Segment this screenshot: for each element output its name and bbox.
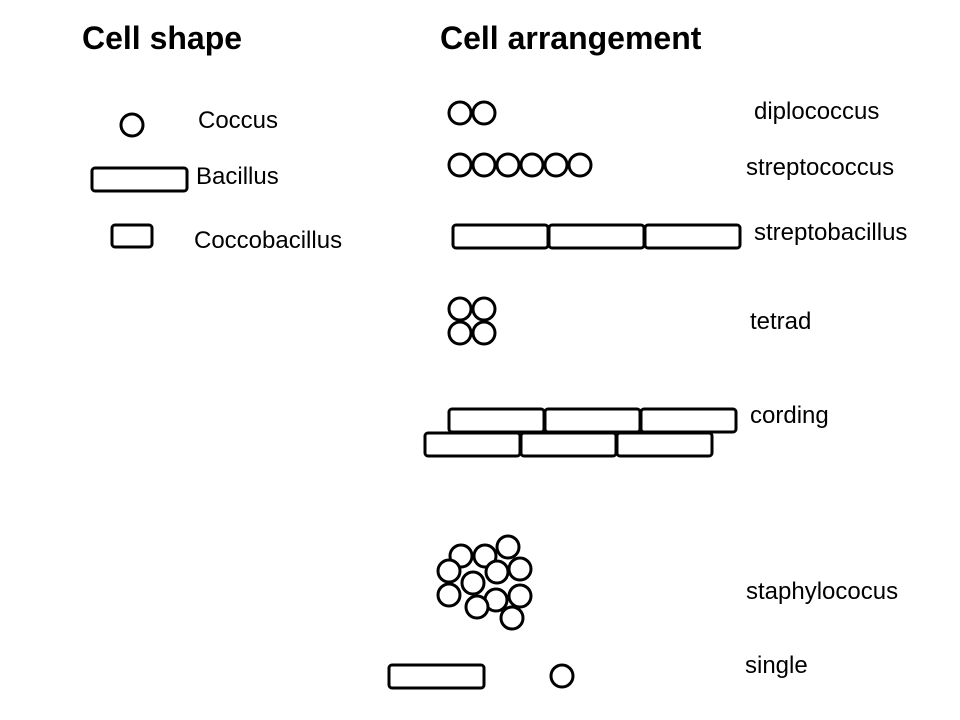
tetrad-label: tetrad (750, 308, 812, 335)
coccus-icon (119, 112, 145, 138)
streptococcus-icon (447, 152, 593, 178)
cell-arrangement-heading: Cell arrangement (440, 20, 702, 56)
coccobacillus-label: Coccobacillus (194, 227, 343, 254)
coccus-label: Coccus (198, 107, 279, 134)
single-icon (387, 663, 575, 690)
streptobacillus-icon (451, 223, 742, 250)
tetrad-icon (447, 296, 497, 346)
bacillus-label: Bacillus (196, 163, 279, 190)
coccobacillus-icon (110, 223, 154, 249)
single-label: single (745, 652, 808, 679)
cording-icon (423, 407, 738, 458)
diplococcus-label: diplococcus (754, 98, 880, 125)
cell-shape-heading: Cell shape (82, 20, 243, 56)
staphylococus-icon (436, 534, 533, 631)
diplococcus-icon (447, 100, 497, 126)
streptococcus-label: streptococcus (746, 154, 895, 181)
streptobacillus-label: streptobacillus (754, 219, 908, 246)
bacillus-icon (90, 166, 189, 193)
cording-label: cording (750, 402, 829, 429)
staphylococus-label: staphylococus (746, 578, 899, 605)
